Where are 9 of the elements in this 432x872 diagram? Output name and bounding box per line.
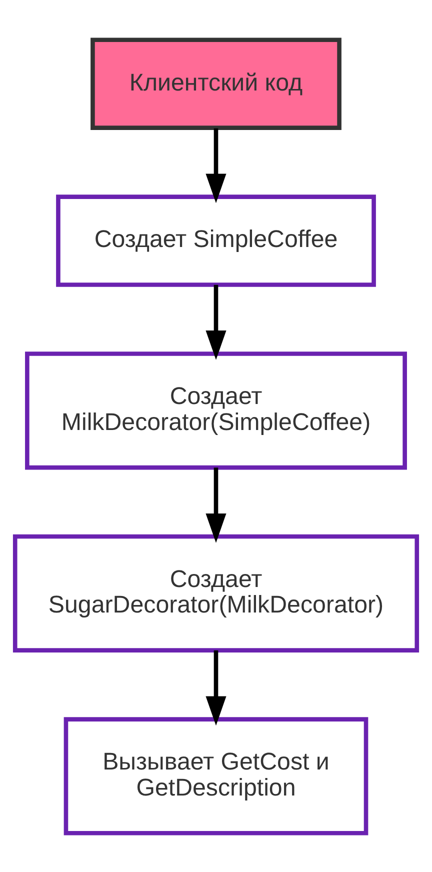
node-box: Создает SugarDecorator(MilkDecorator) [12, 534, 420, 652]
arrow [206, 284, 226, 360]
node-box: Создает MilkDecorator(SimpleCoffee) [25, 351, 407, 470]
node-box: Создает SimpleCoffee [56, 194, 376, 286]
arrow [206, 467, 226, 542]
node-box: Клиентский код [90, 37, 342, 130]
node-box: Вызывает GetCost и GetDescription [64, 716, 368, 835]
arrow [206, 128, 226, 203]
arrow [206, 650, 226, 726]
